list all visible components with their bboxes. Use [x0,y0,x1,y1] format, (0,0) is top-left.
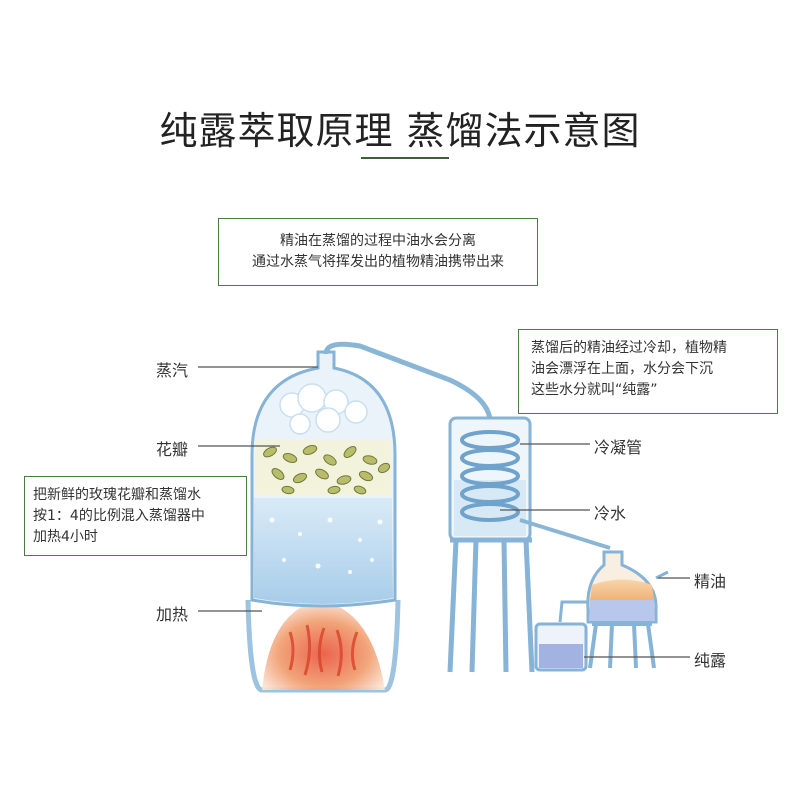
stove [248,600,398,690]
label-heat: 加热 [156,601,188,625]
note-line: 蒸馏后的精油经过冷却，植物精 [531,338,777,359]
hydrosol-beaker [536,624,586,670]
label-petals: 花瓣 [156,436,188,460]
note-line: 通过水蒸气将挥发出的植物精油携带出来 [219,252,537,273]
water-spout [560,602,588,622]
boiler-vessel [252,352,395,606]
outlet-tube [520,520,610,548]
note-line: 精油在蒸馏的过程中油水会分离 [219,231,537,252]
note-line: 按1：4的比例混入蒸馏器中 [33,506,246,527]
boiler-water [254,498,393,604]
note-hydrosol: 蒸馏后的精油经过冷却，植物精 油会漂浮在上面，水分会下沉 这些水分就叫“纯露” [518,329,778,414]
condenser-stand [450,540,532,672]
note-line: 这些水分就叫“纯露” [531,380,777,401]
note-line: 油会漂浮在上面，水分会下沉 [531,359,777,380]
label-steam: 蒸汽 [156,357,188,381]
note-separation: 精油在蒸馏的过程中油水会分离 通过水蒸气将挥发出的植物精油携带出来 [218,218,538,286]
note-line: 加热4小时 [33,527,246,548]
fire-flames [262,600,385,690]
label-hydrosol: 纯露 [694,647,726,671]
oil-spout [656,572,668,578]
label-condenser: 冷凝管 [594,434,642,458]
water-layer [589,600,655,621]
oil-layer [590,580,654,601]
note-line: 把新鲜的玫瑰花瓣和蒸馏水 [33,485,246,506]
note-ratio: 把新鲜的玫瑰花瓣和蒸馏水 按1：4的比例混入蒸馏器中 加热4小时 [24,476,247,556]
flask-stand [590,624,654,668]
label-cold-water: 冷水 [594,500,626,524]
label-essential-oil: 精油 [694,568,726,592]
